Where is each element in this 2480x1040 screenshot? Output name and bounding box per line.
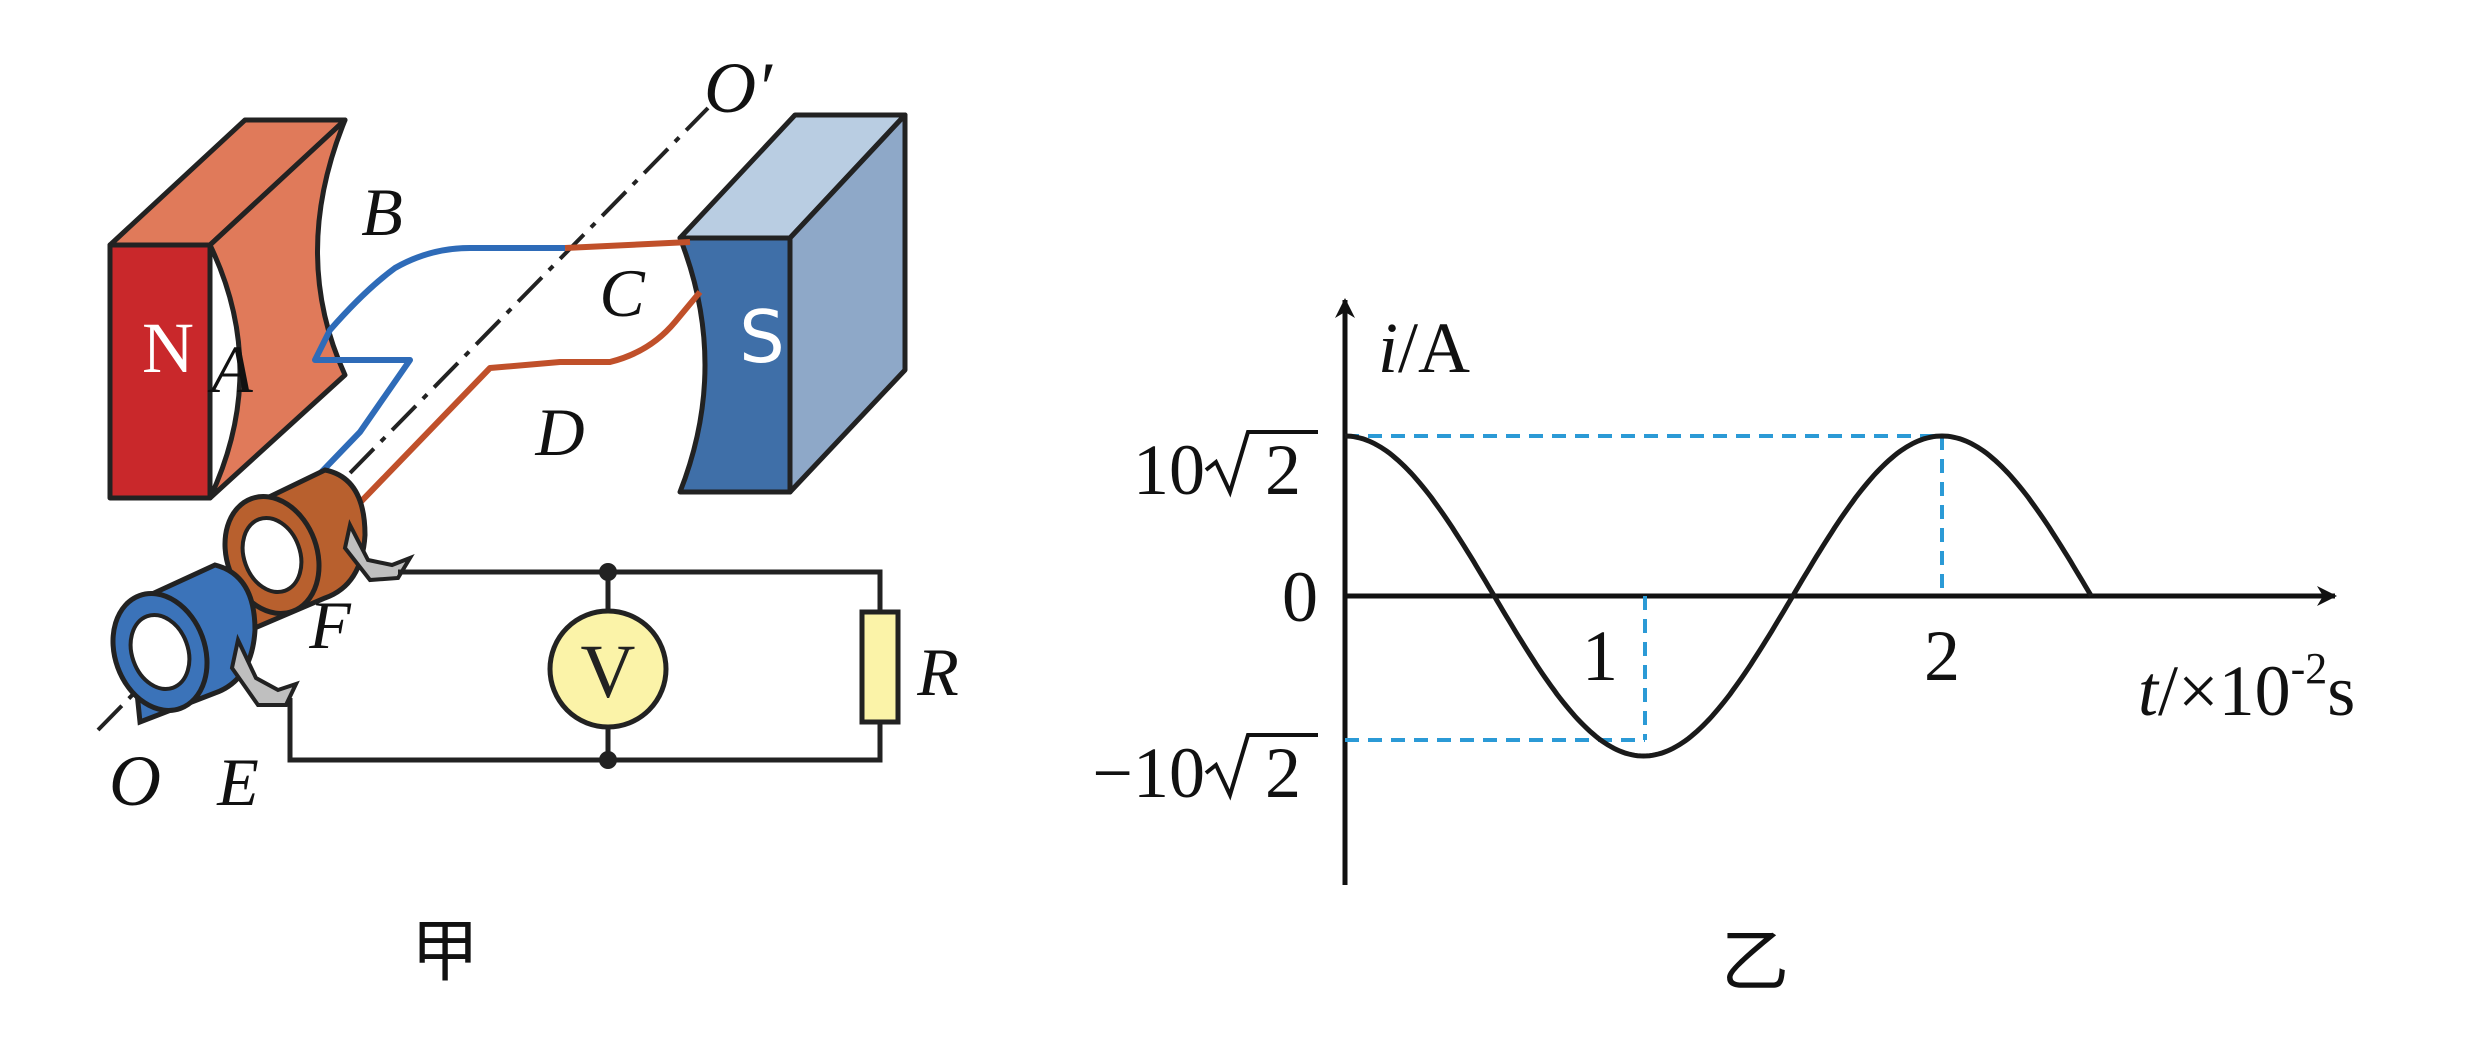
voltmeter-label: V — [581, 630, 636, 714]
y-tick-bottom: −10 2 — [1092, 733, 1318, 813]
x-axis-label-var: t — [2138, 651, 2160, 731]
slip-ring-blue — [110, 562, 300, 726]
caption-left: 甲 — [411, 913, 479, 992]
x-tick-1: 1 — [1582, 616, 1618, 696]
coil-label-b: B — [361, 174, 403, 250]
y-tick-zero: 0 — [1282, 557, 1318, 637]
ring-label-e: E — [216, 744, 259, 820]
north-magnet-pole-face — [207, 117, 348, 501]
y-tick-bottom-rad: 2 — [1265, 733, 1301, 813]
y-axis-label-var: i — [1378, 308, 1398, 388]
axis-label-o: O — [109, 741, 161, 821]
y-tick-top-radical-icon — [1204, 430, 1318, 498]
junction-bottom — [599, 751, 617, 769]
voltmeter — [547, 608, 669, 730]
coil — [147, 239, 703, 653]
y-tick-bottom-radical-icon — [1204, 733, 1318, 801]
ring-label-f: F — [308, 587, 352, 663]
south-magnet-front — [677, 235, 793, 495]
circuit-top-wire — [398, 569, 883, 612]
current-waveform — [1344, 433, 2094, 759]
south-magnet-label: S — [739, 295, 785, 379]
axis-label-o-prime: O′ — [704, 48, 773, 128]
x-axis-label-suffix: s — [2327, 651, 2355, 731]
y-tick-bottom-coef: −10 — [1092, 733, 1205, 813]
brush-f — [342, 519, 415, 583]
y-tick-top-coef: 10 — [1133, 430, 1205, 510]
external-circuit: V — [287, 563, 901, 769]
y-axis-label-unit: /A — [1398, 308, 1470, 388]
y-tick-top-rad: 2 — [1265, 430, 1301, 510]
y-axis-label: i/A — [1378, 308, 1470, 388]
circuit-bottom-wire — [287, 698, 883, 763]
coil-red-top-wire — [564, 239, 691, 251]
generator-diagram: N S — [96, 48, 959, 992]
resistor-label: R — [916, 634, 959, 710]
x-axis-label-exp: -2 — [2291, 644, 2328, 693]
coil-label-a: A — [207, 331, 253, 407]
current-graph: i/A 10 2 0 −10 2 1 2 t/×10-2s 乙 — [1092, 298, 2355, 1002]
brush-e — [229, 633, 300, 707]
x-tick-2: 2 — [1924, 616, 1960, 696]
south-magnet: S — [677, 112, 908, 495]
coil-label-c: C — [599, 255, 645, 331]
caption-right: 乙 — [1721, 923, 1789, 1002]
x-axis-label: t/×10-2s — [2138, 644, 2355, 731]
coil-blue-wire — [147, 245, 565, 653]
coil-red-wire — [292, 290, 703, 573]
north-magnet: N — [107, 117, 348, 501]
resistor — [859, 609, 901, 725]
slip-ring-brown — [222, 467, 415, 634]
north-magnet-label: N — [142, 308, 194, 388]
coil-label-d: D — [534, 394, 584, 470]
y-tick-top: 10 2 — [1133, 430, 1318, 510]
x-axis-label-unit: /×10 — [2158, 651, 2291, 731]
junction-top — [599, 563, 617, 581]
